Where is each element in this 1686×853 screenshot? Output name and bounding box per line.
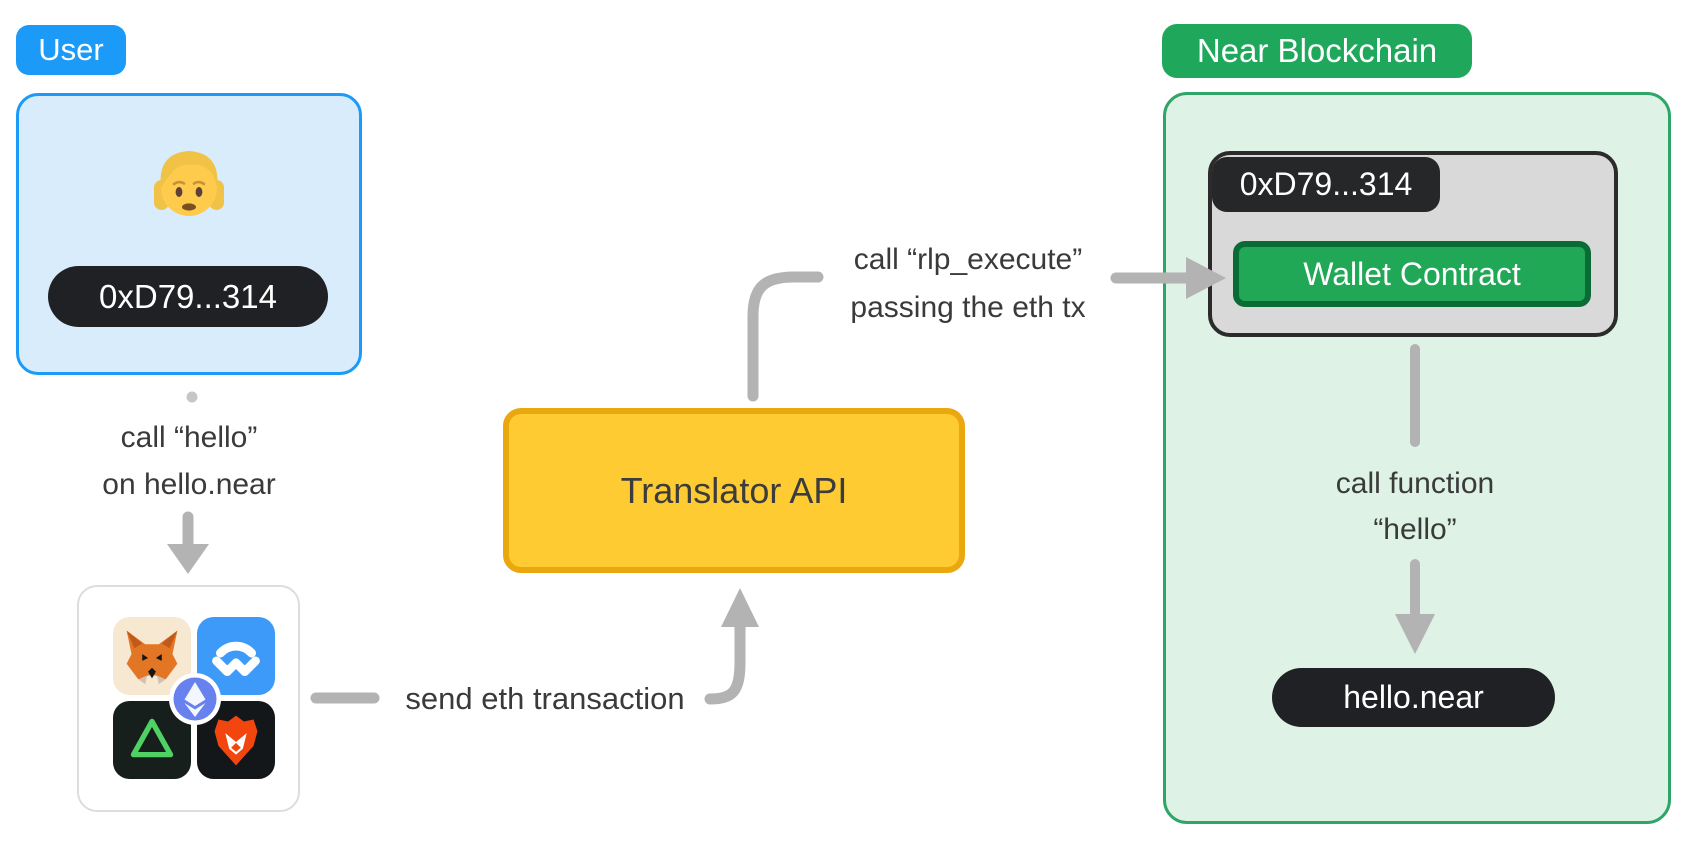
arrow-send-to-translator-head [721, 588, 759, 627]
near-section-badge: Near Blockchain [1162, 24, 1472, 78]
wallet-contract-box: Wallet Contract [1233, 241, 1591, 307]
brave-icon [197, 701, 275, 779]
aurora-icon [113, 701, 191, 779]
send-eth-annotation: send eth transaction [385, 682, 705, 716]
arrow-user-to-wallets-head [167, 544, 209, 574]
call-function-line1: call function [1335, 467, 1495, 500]
contract-address-pill: 0xD79...314 [1212, 157, 1440, 212]
call-hello-annotation: call “hello” on hello.near [29, 414, 349, 508]
user-badge-label: User [38, 32, 104, 67]
call-hello-line2: on hello.near [102, 468, 276, 501]
walletconnect-icon [197, 617, 275, 695]
target-account-pill: hello.near [1272, 668, 1555, 727]
user-section-badge: User [16, 25, 126, 75]
near-badge-label: Near Blockchain [1196, 32, 1438, 69]
user-panel [16, 93, 362, 375]
call-function-annotation: call function “hello” [1265, 461, 1565, 553]
target-account: hello.near [1343, 679, 1484, 715]
send-eth-label: send eth transaction [405, 681, 685, 716]
dotted-connector-dot [186, 391, 198, 403]
metamask-icon [113, 617, 191, 695]
rlp-line1: call “rlp_execute” [853, 243, 1083, 276]
wallets-panel [77, 585, 300, 812]
call-hello-line1: call “hello” [120, 421, 258, 454]
call-function-line2: “hello” [1373, 513, 1457, 546]
contract-address: 0xD79...314 [1239, 166, 1413, 202]
wallet-contract-label: Wallet Contract [1303, 255, 1521, 292]
rlp-line2: passing the eth tx [850, 291, 1086, 324]
rlp-execute-annotation: call “rlp_execute” passing the eth tx [788, 236, 1148, 332]
person-icon [154, 151, 224, 216]
user-address-pill: 0xD79...314 [48, 266, 328, 327]
arrow-send-to-translator-shaft [704, 620, 746, 705]
translator-api-label: Translator API [620, 469, 848, 511]
ethereum-icon [169, 673, 221, 725]
user-address: 0xD79...314 [99, 277, 277, 315]
translator-api-box: Translator API [503, 408, 965, 573]
